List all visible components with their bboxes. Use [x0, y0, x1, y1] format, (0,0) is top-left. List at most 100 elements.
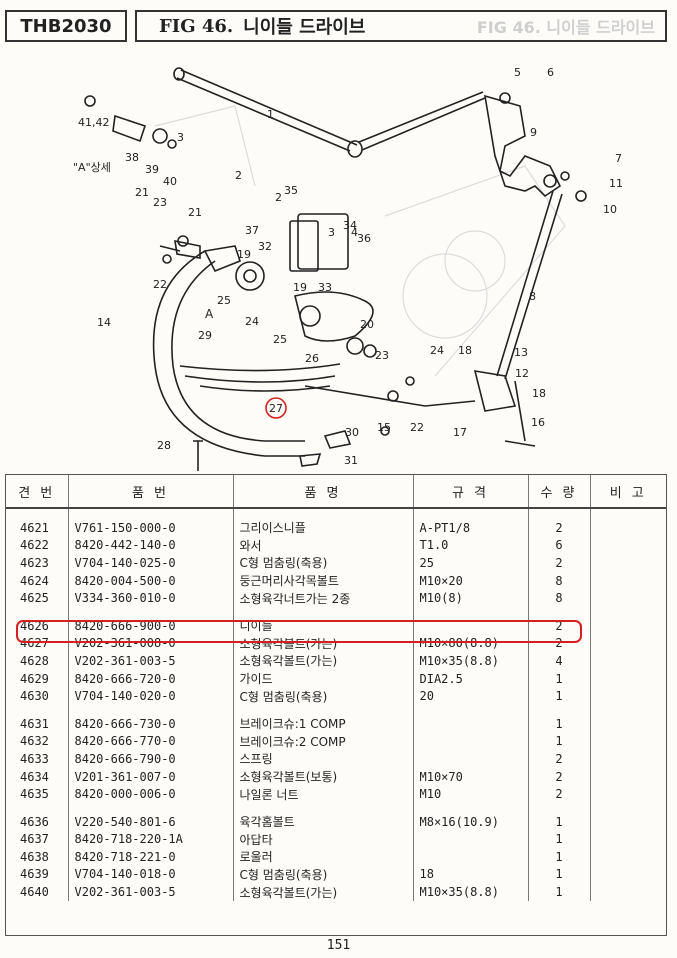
cell-spec: 25 — [413, 554, 529, 572]
cell-spec: 18 — [413, 865, 529, 884]
cell-qty: 2 — [528, 767, 591, 786]
highlight-row-4626 — [16, 620, 582, 643]
cell-qty: 8 — [528, 571, 591, 590]
callout-22b: 23 — [375, 349, 389, 362]
cell-note — [590, 831, 666, 849]
cell-qty: 1 — [528, 732, 591, 751]
cell-note — [590, 519, 666, 537]
cell-part: V202-361-003-5 — [68, 652, 234, 670]
cell-name: 브레이크슈:2 COMP — [233, 732, 414, 751]
cell-name: 소형육각볼트(가는) — [233, 634, 414, 653]
cell-spec — [413, 732, 529, 751]
callout-7: 7 — [615, 152, 622, 165]
cell-name: 그리이스니플 — [233, 519, 414, 537]
cell-no: 4634 — [6, 767, 69, 786]
spacer-cell — [590, 803, 666, 813]
drawing-lines — [84, 67, 587, 476]
cell-part: V220-540-801-6 — [68, 812, 234, 831]
callout-25a: 25 — [217, 294, 231, 307]
callout-21b: 22 — [410, 421, 424, 434]
diagram-svg: 1 2 2 3 3 4 5 6 7 8 9 10 11 12 13 14 15 … — [73, 66, 623, 476]
cell-no: 4633 — [6, 750, 69, 768]
cell-name: 육각홈볼트 — [233, 812, 414, 831]
callout-3a: 3 — [177, 131, 184, 144]
highlight-circle-26 — [265, 397, 287, 419]
cell-part: 8420-666-720-0 — [68, 669, 234, 688]
callout-20a: 20 — [360, 318, 374, 331]
cell-name: 와서 — [233, 536, 414, 555]
view-arrow-label: A — [205, 307, 214, 321]
callout-12: 12 — [515, 367, 529, 380]
col-header-qty: 수 량 — [528, 475, 591, 509]
cell-spec: 20 — [413, 687, 529, 705]
cell-part: 8420-442-140-0 — [68, 536, 234, 555]
cell-name: 로울러 — [233, 848, 414, 866]
cell-note — [590, 750, 666, 768]
spacer-cell — [68, 606, 234, 617]
cell-note — [590, 589, 666, 607]
cell-name: 소형육각볼트(가는) — [233, 652, 414, 670]
spacer-cell — [413, 704, 529, 715]
spacer-cell — [413, 606, 529, 617]
cell-note — [590, 687, 666, 705]
table-header-row: 견 번 품 번 품 명 규 격 수 량 비 고 — [6, 475, 666, 509]
callout-40: 41,42 — [78, 116, 110, 129]
spacer-cell — [68, 802, 234, 813]
cell-qty: 1 — [528, 812, 591, 831]
cell-spec: M10×80(8.8) — [413, 634, 529, 653]
spacer-cell — [68, 704, 234, 715]
cell-no: 4624 — [6, 571, 69, 590]
cell-qty: 1 — [528, 883, 591, 901]
cell-spec: M10×20 — [413, 571, 529, 590]
cell-no: 4639 — [6, 865, 69, 884]
spacer-cell — [68, 508, 234, 519]
cell-part: V201-361-007-0 — [68, 767, 234, 786]
cell-no: 4637 — [6, 830, 69, 849]
cell-qty: 1 — [528, 669, 591, 688]
cell-part: V704-140-025-0 — [68, 554, 234, 572]
cell-spec: M10×70 — [413, 767, 529, 786]
cell-no: 4632 — [6, 732, 69, 751]
callout-15: 15 — [377, 421, 391, 434]
col-header-spec: 규 격 — [413, 475, 529, 509]
callout-6: 6 — [547, 66, 554, 79]
callout-22a: 22 — [153, 278, 167, 291]
cell-spec: M10 — [413, 785, 529, 803]
callout-24a: 24 — [245, 315, 259, 328]
cell-name: 둥근머리사각목볼트 — [233, 571, 414, 590]
cell-part: 8420-666-790-0 — [68, 750, 234, 768]
callout-19b: 19 — [293, 281, 307, 294]
callout-2a: 2 — [235, 169, 242, 182]
cell-part: V704-140-020-0 — [68, 687, 234, 705]
cell-note — [590, 768, 666, 786]
cell-part: 8420-666-730-0 — [68, 714, 234, 733]
cell-spec: T1.0 — [413, 536, 529, 555]
spacer-cell — [233, 802, 414, 813]
cell-qty: 2 — [528, 554, 591, 572]
cell-part: 8420-004-500-0 — [68, 571, 234, 590]
cell-note — [590, 785, 666, 803]
cell-no: 4635 — [6, 785, 69, 803]
cell-qty: 6 — [528, 536, 591, 555]
callout-5: 5 — [514, 66, 521, 79]
cell-note — [590, 635, 666, 653]
callout-17: 17 — [453, 426, 467, 439]
callout-19a: 19 — [237, 248, 251, 261]
spacer-cell — [528, 606, 591, 617]
cell-name: 소형육각너트가는 2종 — [233, 589, 414, 607]
cell-part: V334-360-010-0 — [68, 589, 234, 607]
callout-16: 16 — [531, 416, 545, 429]
spacer-cell — [528, 802, 591, 813]
cell-no: 4631 — [6, 714, 69, 733]
callout-30: 31 — [344, 454, 358, 467]
